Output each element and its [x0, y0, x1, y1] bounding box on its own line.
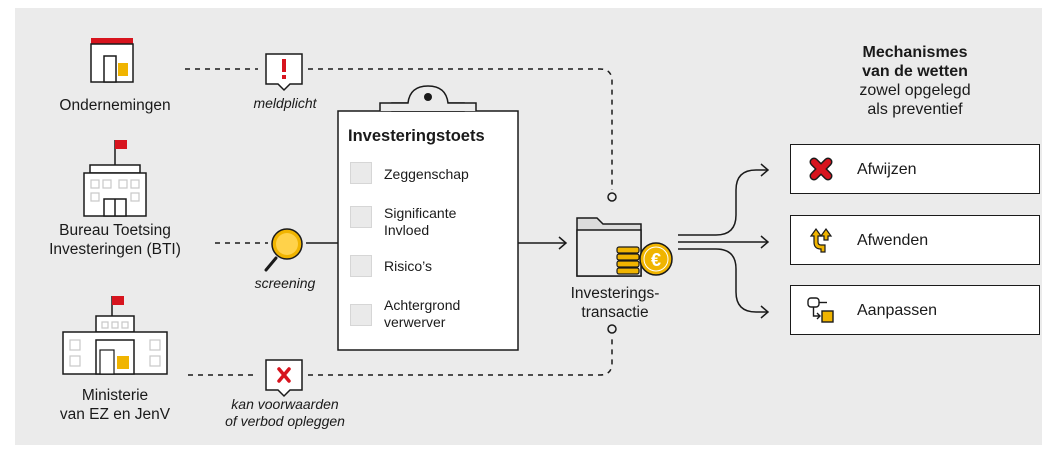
arrows-to-outcomes	[678, 163, 770, 319]
svg-text:€: €	[651, 250, 661, 270]
arrow-to-transaction	[518, 236, 568, 250]
clipboard-title: Investeringstoets	[348, 127, 485, 145]
transaction-label: Investerings- transactie	[570, 285, 660, 321]
actor-label-bti: Bureau Toetsing Investeringen (BTI)	[49, 222, 181, 258]
connector-label-screening: screening	[254, 275, 316, 291]
outcome-afwenden: Afwenden	[790, 215, 1040, 265]
connector-endpoint-top	[607, 192, 617, 202]
outcome-aanpassen: Aanpassen	[790, 285, 1040, 335]
government-building-flag-icon	[83, 140, 147, 217]
mechanisms-heading: Mechanismes van de wetten zowel opgelegd…	[859, 44, 971, 118]
outcome-afwijzen: Afwijzen	[790, 144, 1040, 194]
connector-endpoint-bottom	[607, 324, 617, 334]
magnifier-icon	[264, 228, 303, 272]
checklist-item-significante-invloed: Significante Invloed	[384, 205, 457, 238]
actor-label-ondernemingen: Ondernemingen	[59, 97, 171, 114]
avert-arrows-icon	[809, 227, 833, 253]
connector-label-meldplicht: meldplicht	[253, 95, 317, 111]
checkbox-zeggenschap	[350, 162, 372, 184]
checkbox-significante-invloed	[350, 206, 372, 228]
ministry-building-flag-icon	[62, 296, 168, 375]
company-building-icon	[90, 38, 134, 83]
folder-euro-coins-icon: €	[576, 217, 673, 277]
connector-ondernemingen	[185, 68, 613, 190]
connector-ministerie	[188, 335, 613, 376]
checklist-item-risicos: Risico’s	[384, 258, 432, 274]
checklist-item-zeggenschap: Zeggenschap	[384, 166, 469, 182]
connector-label-voorwaarden: kan voorwaarden of verbod opleggen	[225, 396, 345, 429]
actor-label-ministerie: Ministerie van EZ en JenV	[59, 387, 171, 423]
checklist-item-achtergrond-verwerver: Achtergrond verwerver	[384, 297, 461, 330]
notification-bubble-icon	[265, 53, 303, 92]
outcome-label-afwenden: Afwenden	[857, 232, 929, 249]
adjust-flow-icon	[807, 297, 834, 323]
reject-bubble-icon	[265, 359, 303, 398]
checkbox-risicos	[350, 255, 372, 277]
reject-x-icon	[809, 157, 833, 181]
outcome-label-aanpassen: Aanpassen	[857, 302, 938, 319]
checkbox-achtergrond-verwerver	[350, 304, 372, 326]
outcome-label-afwijzen: Afwijzen	[857, 161, 917, 178]
